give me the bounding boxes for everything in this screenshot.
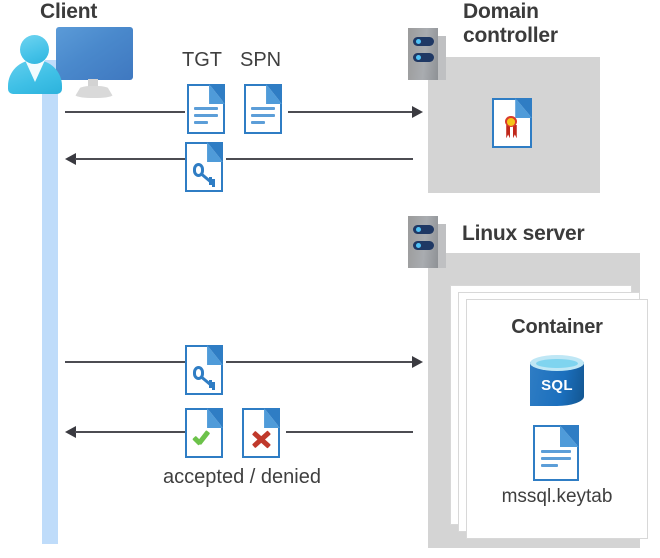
key-ring (192, 163, 205, 177)
linux-server-title: Linux server (462, 222, 585, 245)
server-led-bar-2-icon (413, 241, 434, 250)
server-led-bar-1-icon (413, 37, 434, 46)
server-side-panel-icon (438, 36, 446, 80)
domain-controller-server-rack-icon (408, 28, 446, 80)
keytab-document-icon (533, 425, 579, 481)
ribbon-tail-right (512, 124, 517, 139)
document-text-lines (193, 106, 219, 128)
denied-document-icon (242, 408, 280, 458)
client-title-label: Client (40, 0, 98, 23)
rosette-inner (506, 118, 516, 126)
check-icon (193, 428, 214, 445)
message-2-line-left (75, 158, 185, 160)
server-side-panel-icon (438, 224, 446, 268)
message-2-arrowhead (65, 153, 76, 165)
key-tooth-2 (211, 179, 215, 188)
message-4-line-right (286, 431, 413, 433)
domain-controller-title: Domain controller (463, 0, 558, 47)
certificate-document-icon (492, 98, 532, 148)
key-icon (192, 364, 216, 391)
key-tooth-1 (209, 380, 212, 389)
spn-document-icon (244, 84, 282, 134)
accepted-document-icon (185, 408, 223, 458)
user-head-icon (20, 35, 49, 64)
message-3-line-left (65, 361, 185, 363)
message-1-line-left (65, 111, 185, 113)
monitor-screen-icon (56, 27, 133, 80)
sql-label: SQL (541, 377, 573, 394)
linux-server-server-rack-icon (408, 216, 446, 268)
message-2-line-right (226, 158, 413, 160)
container-card-front[interactable]: Container SQL mssql.keytab (466, 299, 648, 539)
user-monitor-icon (0, 0, 140, 100)
message-1-line-right (288, 111, 413, 113)
key-ring (192, 366, 205, 380)
client-lifeline (42, 60, 58, 544)
ribbon-tail-left (506, 124, 511, 139)
message-4-arrowhead (65, 426, 76, 438)
message-1-arrowhead (412, 106, 423, 118)
server-led-bar-2-icon (413, 53, 434, 62)
sql-database-icon: SQL (530, 355, 584, 413)
key-tooth-2 (211, 382, 215, 391)
message-4-line-left (75, 431, 185, 433)
keytab-filename-label: mssql.keytab (501, 486, 613, 507)
tgt-label: TGT (182, 49, 222, 71)
spn-label: SPN (240, 49, 282, 71)
document-text-lines (250, 106, 276, 128)
certificate-rosette-icon (502, 116, 521, 142)
accepted-denied-label: accepted / denied (163, 466, 321, 488)
monitor-base-icon (74, 86, 114, 98)
tgt-document-icon (187, 84, 225, 134)
message-3-arrowhead (412, 356, 423, 368)
message-3-line-right (226, 361, 413, 363)
client-title: Client (40, 0, 180, 24)
key-tooth-1 (209, 177, 212, 186)
container-title: Container (511, 316, 603, 338)
cylinder-top-inner (536, 359, 578, 368)
server-led-bar-1-icon (413, 225, 434, 234)
cross-icon (251, 429, 272, 446)
ticket-key-document-icon-2 (185, 345, 223, 395)
ticket-key-document-icon-1 (185, 142, 223, 192)
document-text-lines (541, 450, 571, 471)
key-icon (192, 161, 216, 188)
